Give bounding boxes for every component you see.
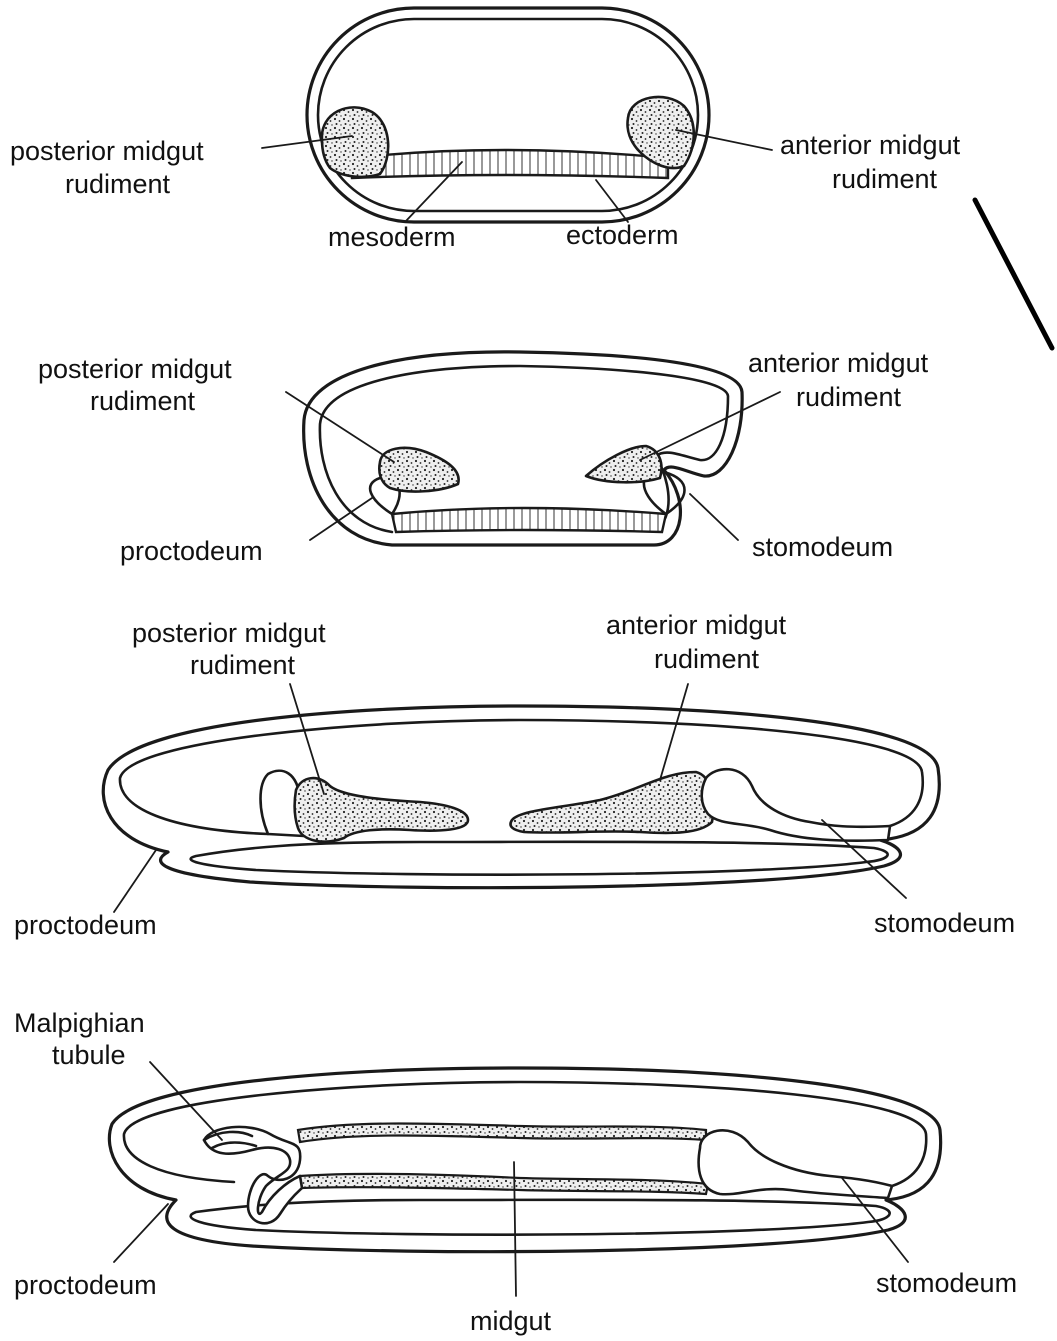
panel-3-stomodeum-label: stomodeum (874, 908, 1015, 938)
panel-3-proctodeum-leader (114, 850, 156, 912)
panel-1-blastoderm: posterior midgut rudiment anterior midgu… (10, 8, 961, 252)
panel-1-ectoderm-leader (596, 180, 628, 222)
panel-4-midgut-label: midgut (470, 1306, 552, 1336)
panel-4-stomodeum-label: stomodeum (876, 1268, 1017, 1298)
panel-3-anterior-label-2: rudiment (654, 644, 760, 674)
panel-2-anterior-label-1: anterior midgut (748, 348, 929, 378)
panel-2-anterior-leader (640, 392, 780, 460)
panel-4-proctodeum-leader (114, 1204, 168, 1262)
panel-3-ventral-inner-wall (191, 842, 888, 875)
panel-4-ventral-inner-wall (191, 1200, 890, 1235)
panel-4-proctodeum-label: proctodeum (14, 1270, 157, 1300)
panel-4-midgut-dorsal-wall (298, 1124, 706, 1143)
panel-3-stomodeum-tube (702, 769, 890, 841)
panel-1-mesoderm-label: mesoderm (328, 222, 456, 252)
panel-1-posterior-label-1: posterior midgut (10, 136, 204, 166)
panel-2-proctodeum-label: proctodeum (120, 536, 263, 566)
panel-1-posterior-label-2: rudiment (65, 169, 171, 199)
panel-1-ectoderm-label: ectoderm (566, 220, 679, 250)
panel-2-invagination: posterior midgut rudiment anterior midgu… (38, 348, 929, 566)
panel-2-stomodeum-label: stomodeum (752, 532, 893, 562)
panel-1-ventral-mesoderm-band (352, 150, 668, 178)
panel-3-posterior-label-1: posterior midgut (132, 618, 326, 648)
panel-2-anterior-midgut-rudiment (586, 446, 661, 482)
panel-3-posterior-leader (290, 684, 324, 794)
panel-1-anterior-label-2: rudiment (832, 164, 938, 194)
panel-1-anterior-label-1: anterior midgut (780, 130, 961, 160)
annotation-arrow-stroke (975, 200, 1052, 348)
panel-3-anterior-midgut-rudiment (511, 772, 714, 833)
panel-3-outer-wall (103, 706, 939, 888)
panel-2-anterior-label-2: rudiment (796, 382, 902, 412)
panel-3-anterior-leader (660, 684, 688, 780)
panel-4-midgut-ventral-wall (300, 1174, 708, 1194)
panel-2-stomodeum-leader (690, 494, 738, 540)
panel-2-ventral-band (392, 508, 666, 532)
panel-3-proctodeum-label: proctodeum (14, 910, 157, 940)
panel-3-posterior-midgut-rudiment (295, 778, 468, 842)
panel-2-posterior-label-2: rudiment (90, 386, 196, 416)
panel-3-posterior-label-2: rudiment (190, 650, 296, 680)
panel-2-posterior-midgut-rudiment (379, 448, 458, 492)
panel-2-posterior-label-1: posterior midgut (38, 354, 232, 384)
panel-1-posterior-midgut-rudiment (322, 107, 388, 177)
panel-4-malpighian-label-1: Malpighian (14, 1008, 145, 1038)
panel-4-malpighian-label-2: tubule (52, 1040, 126, 1070)
panel-4-outer-wall (109, 1068, 940, 1252)
panel-4-stomodeum-tube (699, 1130, 892, 1198)
panel-2-proctodeum-leader (310, 498, 372, 540)
panel-3-anterior-label-1: anterior midgut (606, 610, 787, 640)
panel-3-germ-band-extension: posterior midgut rudiment anterior midgu… (14, 610, 1015, 940)
panel-4-gut-fusion: Malpighian tubule proctodeum midgut stom… (14, 1008, 1017, 1336)
